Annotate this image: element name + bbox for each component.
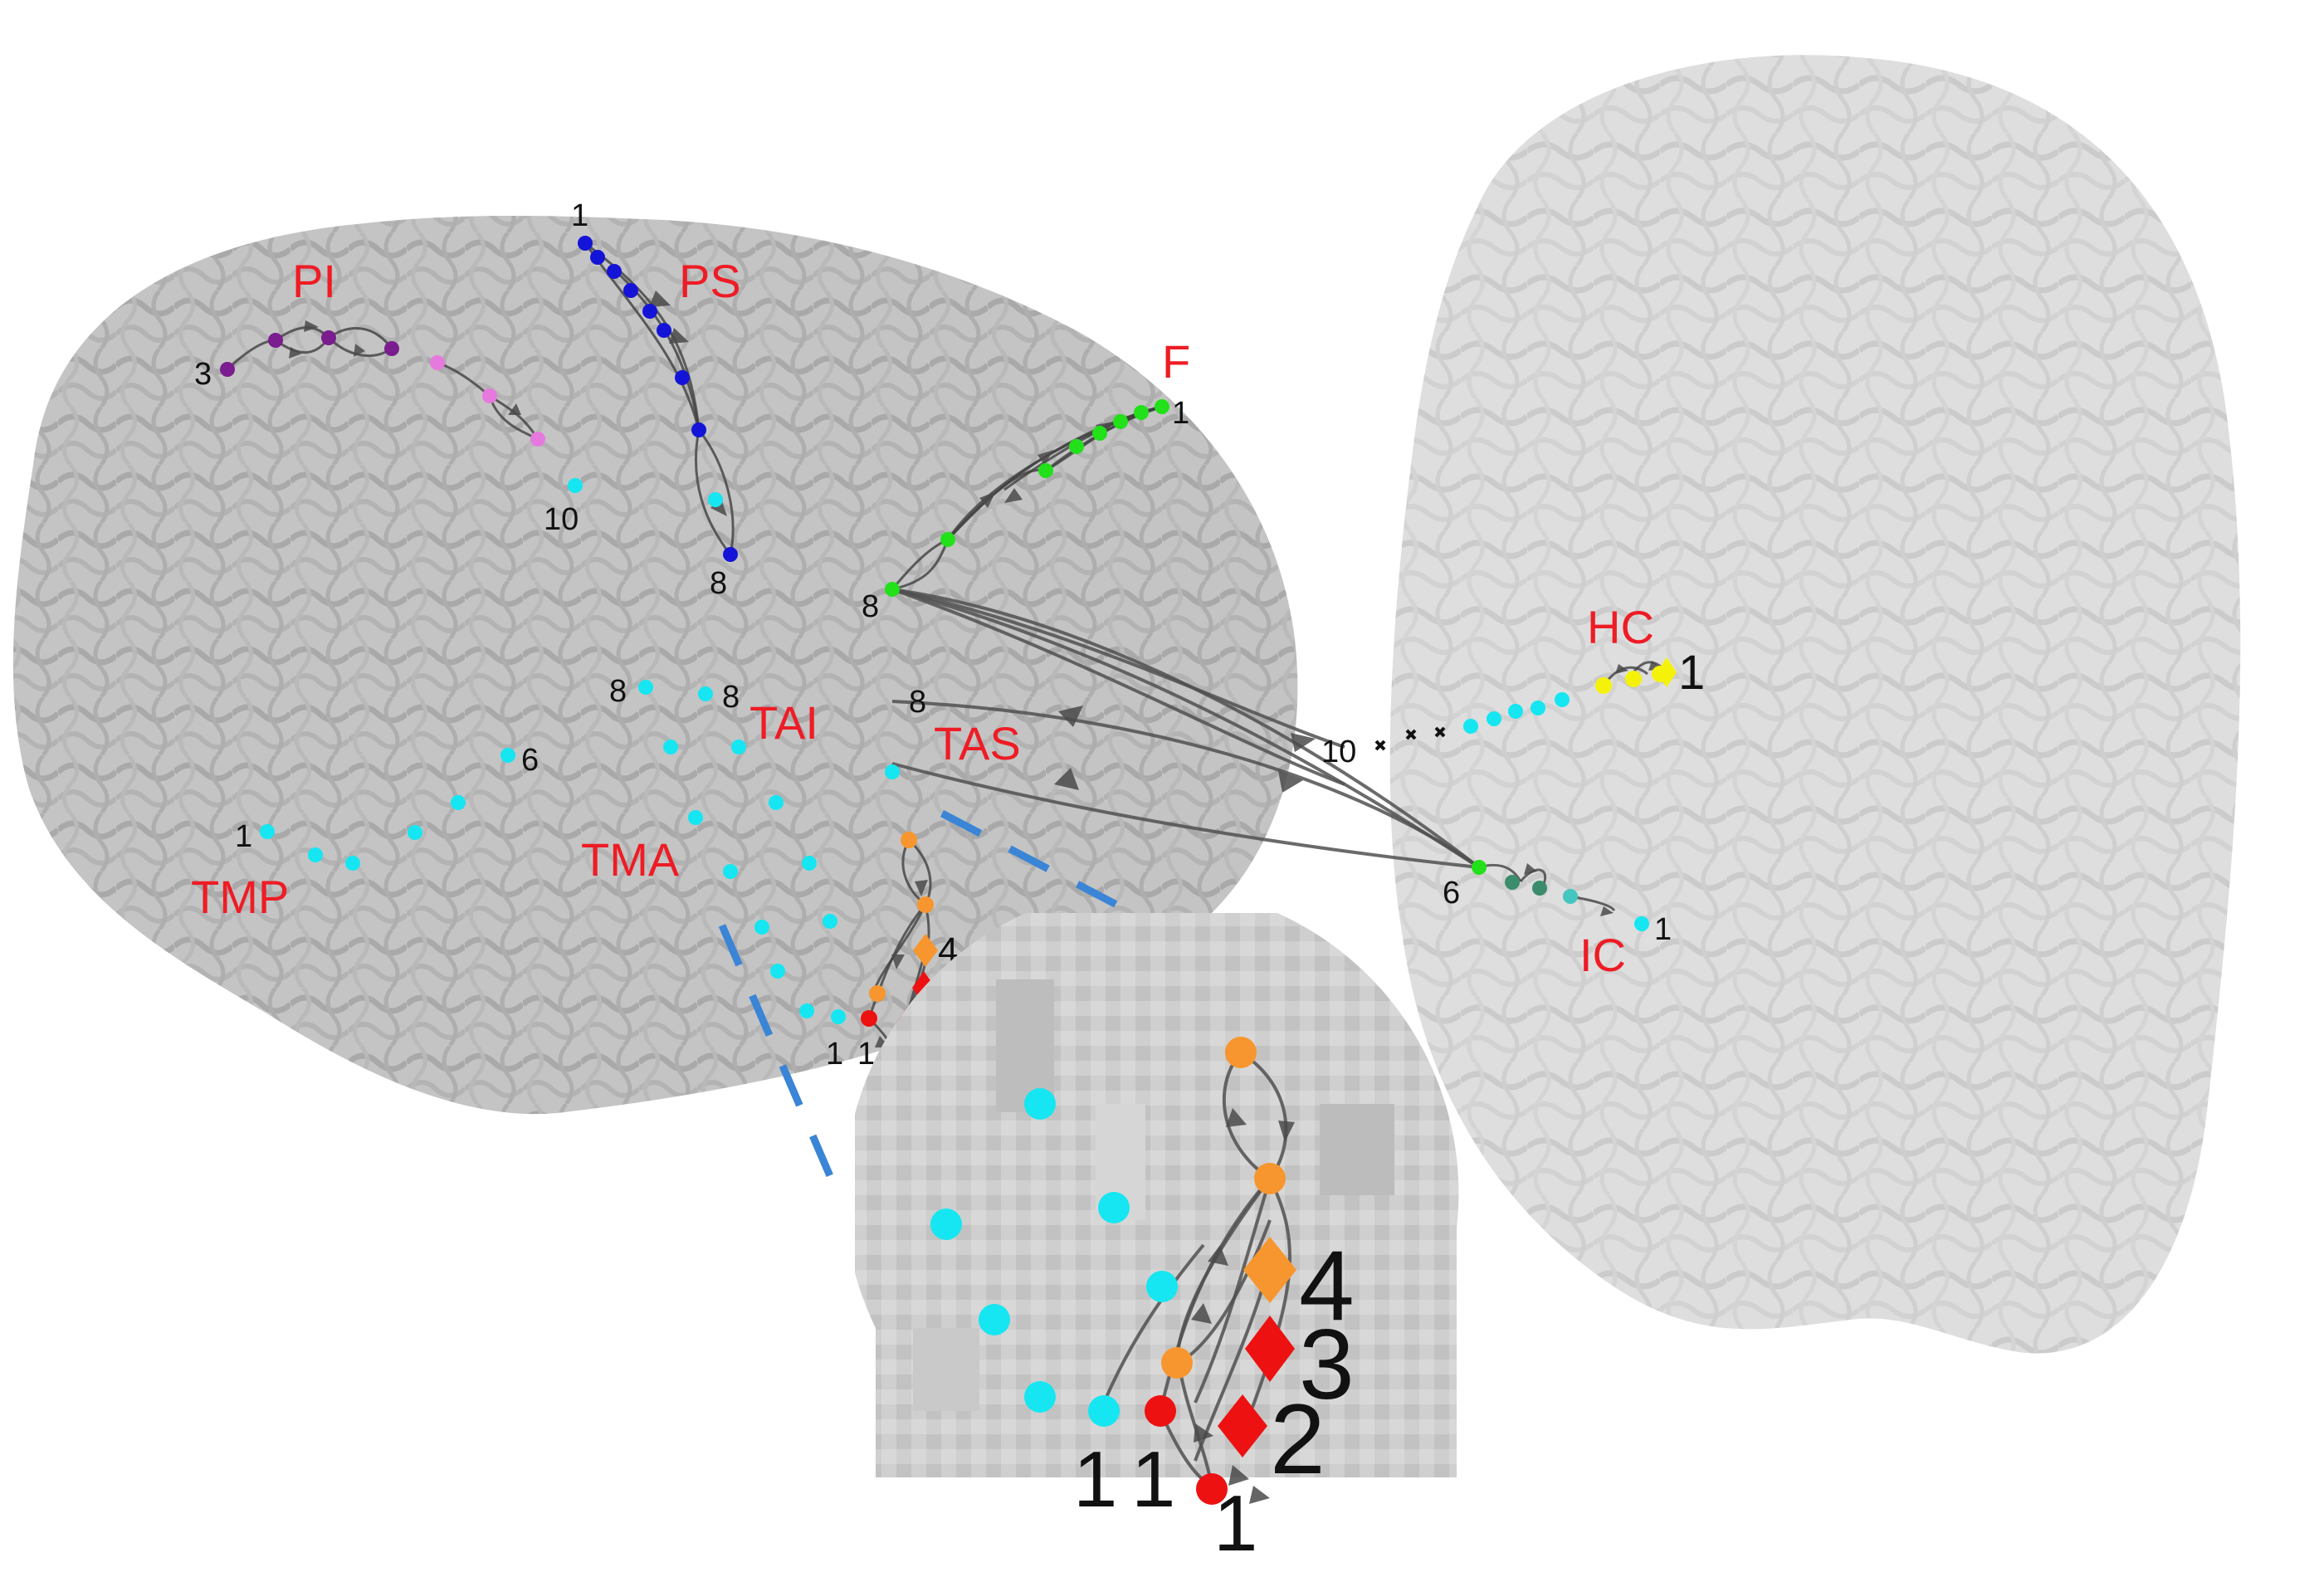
num-tma-1a: 1	[826, 1037, 843, 1072]
num-tmp-6: 6	[521, 743, 539, 778]
temporal-contacts	[260, 680, 900, 1024]
num-pi-3: 3	[194, 357, 212, 392]
zoom-num-4: 4	[1299, 1230, 1355, 1341]
num-tma-1b: 1	[857, 1037, 875, 1072]
label-pi: PI	[292, 255, 336, 307]
num-tai-8b: 8	[722, 680, 740, 715]
region-labels: PI PS F HC TAI TAS TMA TMP IC	[191, 255, 1654, 981]
zoom-num-1b: 1	[1131, 1435, 1175, 1524]
num-ps-8: 8	[710, 566, 727, 601]
num-hc-10: 10	[1321, 735, 1356, 769]
label-ic: IC	[1579, 929, 1626, 981]
zoom-num-1c: 1	[1213, 1479, 1257, 1568]
sagittal-brain-icon	[12, 216, 1298, 1115]
num-ps-1: 1	[571, 198, 588, 233]
label-tai: TAI	[749, 696, 818, 749]
magnified-inset: 4 3 2 1 1 1	[855, 913, 1459, 1568]
num-tmp-1: 1	[235, 819, 252, 854]
label-tma: TMA	[581, 833, 680, 886]
zoom-num-2: 2	[1270, 1384, 1326, 1495]
ic-electrode	[1472, 860, 1649, 931]
pi-electrode	[220, 320, 583, 493]
long-range-connections	[891, 588, 1481, 869]
num-f-8: 8	[862, 589, 879, 624]
label-f: F	[1162, 335, 1190, 388]
label-ps: PS	[679, 255, 741, 307]
num-hc-1: 1	[1678, 646, 1705, 700]
num-tas-8: 8	[909, 685, 926, 720]
hc-electrode	[1374, 657, 1677, 751]
num-tai-8a: 8	[609, 674, 627, 709]
f-electrode	[885, 399, 1169, 597]
num-ic-6: 6	[1443, 876, 1460, 911]
coronal-brain-icon	[1389, 55, 2241, 1354]
ps-electrode	[578, 236, 738, 562]
zoom-num-1a: 1	[1073, 1435, 1117, 1524]
label-tmp: TMP	[191, 871, 289, 923]
num-f-1: 1	[1172, 396, 1189, 431]
zoom-num-3: 3	[1299, 1309, 1355, 1420]
label-tas: TAS	[934, 717, 1021, 769]
label-hc: HC	[1587, 601, 1654, 653]
num-ic-1: 1	[1654, 912, 1672, 947]
num-pi-10: 10	[544, 502, 579, 537]
